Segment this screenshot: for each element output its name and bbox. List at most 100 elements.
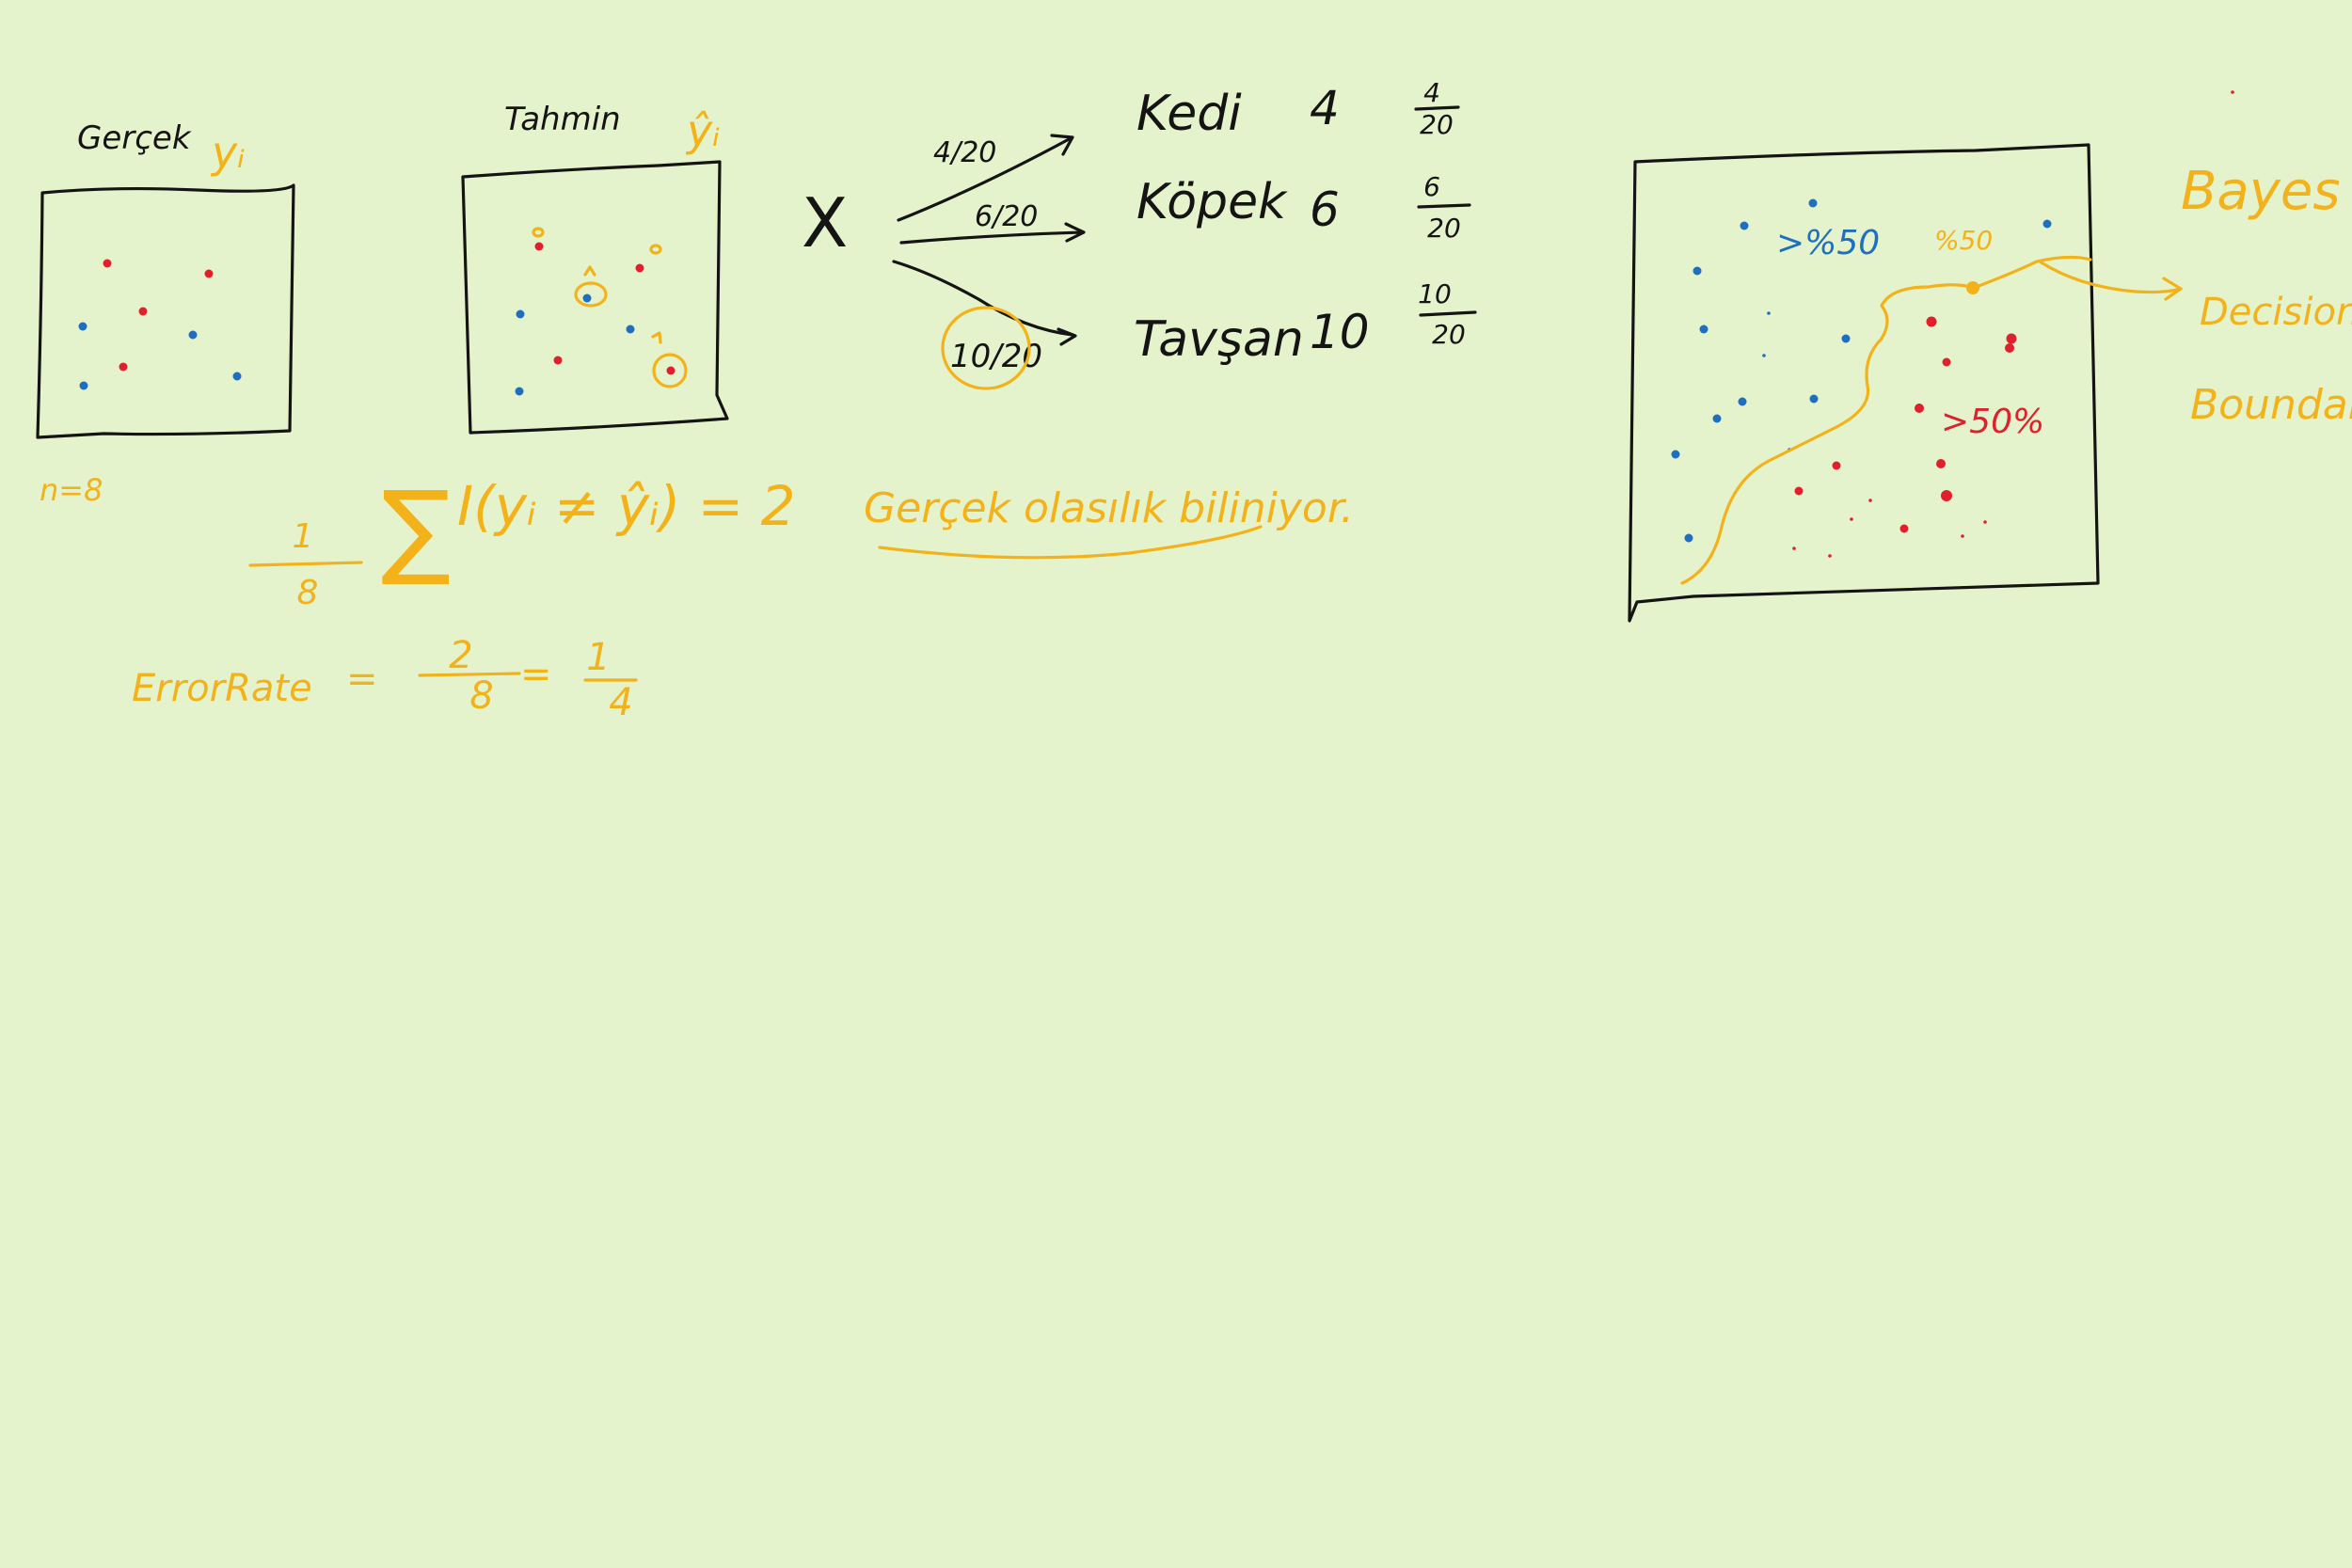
- red-point: [2231, 90, 2234, 94]
- arrow-to-label: [2038, 260, 2183, 294]
- boundary-label: Boundary: [2190, 381, 2352, 429]
- red-point: [635, 263, 644, 273]
- bayes-red-points: [1792, 90, 2234, 558]
- decision-boundary-curve: [1680, 255, 2092, 585]
- actual-symbol: yᵢ: [210, 127, 245, 178]
- arrowhead: [1057, 327, 1077, 346]
- red-point: [1936, 459, 1946, 468]
- red-point: [1792, 546, 1796, 550]
- fraction-bar: [1414, 105, 1460, 111]
- arrow-tavsan: [892, 260, 1074, 337]
- blue-point: [515, 387, 524, 396]
- red-point: [1961, 534, 1964, 538]
- hat-mark: [651, 331, 662, 344]
- blue-point: [1841, 334, 1851, 343]
- class-name-kedi: Kedi: [1136, 86, 1242, 142]
- highlight-circle: [941, 306, 1031, 390]
- red-point: [1850, 517, 1853, 521]
- arrowhead: [1050, 134, 1074, 156]
- predicted-symbol: ŷᵢ: [685, 105, 720, 156]
- blue-point: [1671, 450, 1680, 459]
- red-point: [666, 366, 675, 375]
- fraction-bar: [1419, 310, 1477, 317]
- equals-sign: =: [520, 653, 552, 696]
- red-point: [1915, 404, 1924, 413]
- blue-point: [79, 381, 88, 390]
- input-x: X: [802, 183, 848, 262]
- red-point: [1926, 316, 1937, 327]
- blue-point: [1692, 266, 1702, 276]
- blue-region-label: >%50: [1776, 224, 1880, 262]
- arrow-kedi: [897, 136, 1073, 222]
- blue-point: [232, 372, 242, 381]
- sigma-symbol: ∑: [381, 468, 451, 589]
- error-rate-calc: ErrorRate = 2 8 = 1 4: [132, 634, 638, 724]
- red-region-label: >50%: [1941, 403, 2044, 441]
- fraction-bar: [418, 672, 521, 677]
- class-count-kedi: 4: [1310, 81, 1340, 135]
- error-circle: [574, 281, 608, 308]
- blue-point: [1767, 311, 1771, 315]
- red-point: [553, 356, 563, 365]
- actual-box-frame: [36, 183, 295, 439]
- class-count-kopek: 6: [1310, 182, 1340, 237]
- boundary-probability-label: %50: [1934, 225, 1993, 256]
- class-name-tavsan: Tavşan: [1134, 311, 1304, 368]
- red-point: [1941, 490, 1952, 501]
- hat-mark: [583, 265, 596, 277]
- predicted-box-frame: [461, 160, 729, 435]
- actual-points: [78, 259, 242, 390]
- bayes-blue-points: [1671, 198, 2052, 543]
- red-point: [2006, 333, 2017, 344]
- red-point: [119, 362, 128, 372]
- equals-sign: =: [346, 657, 378, 701]
- error-circle: [652, 353, 688, 388]
- blue-point: [2042, 219, 2052, 229]
- red-point: [1899, 524, 1909, 533]
- class-name-kopek: Köpek: [1136, 174, 1288, 230]
- fraction-numerator: 4: [1423, 77, 1440, 108]
- blue-point: [1738, 397, 1747, 406]
- red-point: [1983, 520, 1987, 524]
- red-point: [1794, 486, 1804, 496]
- decision-label: Decision: [2200, 291, 2352, 334]
- blue-point: [516, 309, 525, 319]
- class-probabilities: X 4/20 6/20 10/20 Kedi Köpek Tavşan 4 6 …: [802, 77, 1477, 560]
- fraction-denominator: 20: [1420, 109, 1454, 140]
- bayes-title: Bayes: [2181, 161, 2341, 222]
- error-rate-label: ErrorRate: [132, 667, 312, 710]
- predicted-plot: Tahmin ŷᵢ: [461, 101, 729, 435]
- red-point: [1828, 554, 1832, 558]
- blue-point: [78, 322, 87, 331]
- predicted-title: Tahmin: [504, 101, 621, 138]
- note-underline: [878, 525, 1263, 560]
- fraction-numerator: 1: [586, 636, 610, 679]
- blue-point: [1684, 533, 1693, 543]
- fraction-denominator: 4: [609, 681, 632, 724]
- actual-title: Gerçek: [77, 119, 192, 157]
- arrowhead: [1064, 222, 1086, 243]
- bayes-plot: >%50 >50% %50 Bayes Decision Boundary: [1628, 90, 2352, 623]
- fraction-numerator: 6: [1423, 171, 1440, 202]
- red-point: [534, 242, 544, 251]
- red-point: [1868, 499, 1872, 502]
- class-count-tavsan: 10: [1310, 305, 1370, 359]
- blue-point: [1699, 325, 1708, 334]
- red-point: [138, 307, 148, 316]
- blue-point: [1808, 198, 1818, 208]
- fraction-bar: [1417, 203, 1471, 209]
- red-point: [1832, 461, 1841, 470]
- blue-point: [582, 293, 592, 303]
- blue-point: [1762, 354, 1766, 357]
- red-point: [2005, 343, 2014, 353]
- red-point: [103, 259, 112, 268]
- blue-point: [1740, 221, 1749, 230]
- arrow-label-kopek: 6/20: [975, 200, 1038, 233]
- blue-point: [188, 330, 198, 340]
- indicator-expression: I(yᵢ ≠ ŷᵢ) = 2: [457, 474, 796, 538]
- blue-point: [1712, 414, 1722, 423]
- fraction-numerator: 2: [449, 634, 472, 677]
- fraction-numerator: 10: [1418, 278, 1452, 309]
- arrow-label-kedi: 4/20: [933, 136, 996, 169]
